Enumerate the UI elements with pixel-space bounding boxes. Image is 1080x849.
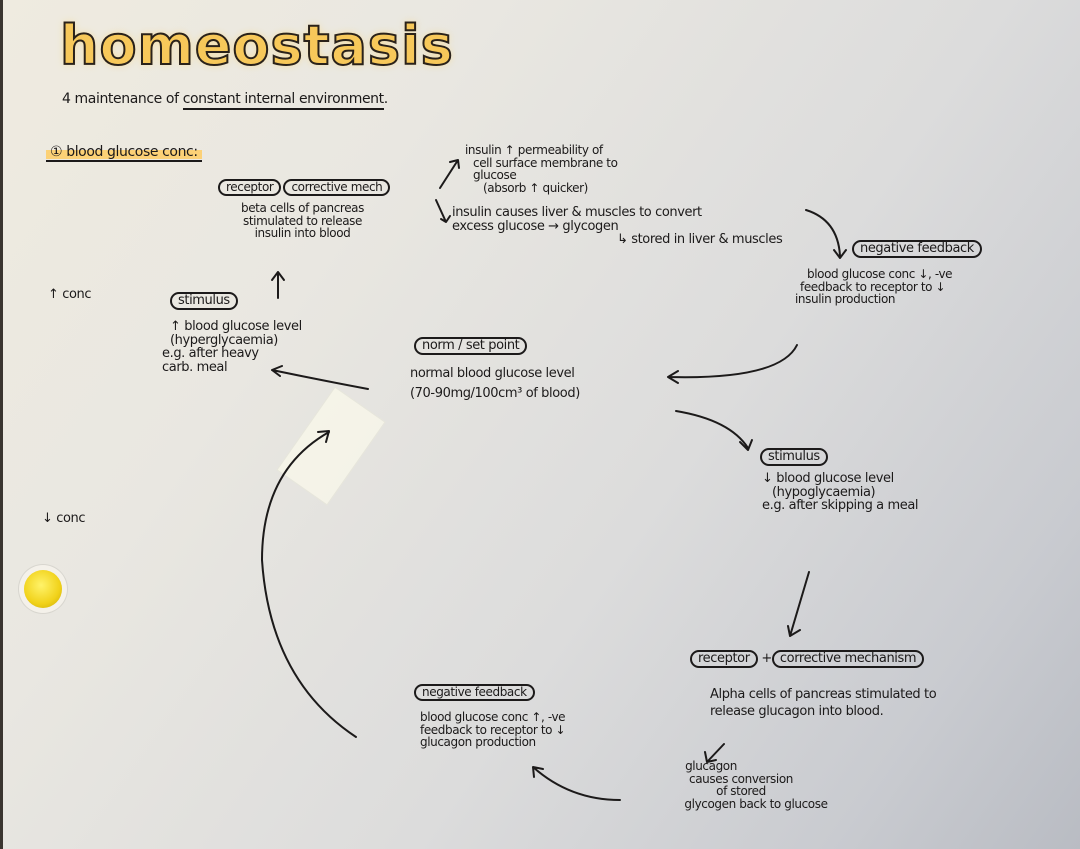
norm-line-2: (70-90mg/100cm³ of blood) xyxy=(410,385,580,401)
low-receptor-group: receptor +corrective mechanism xyxy=(690,650,925,669)
low-receptor-line-1: Alpha cells of pancreas stimulated to xyxy=(710,687,937,702)
glucagon-line-1: glucagon xyxy=(685,759,737,773)
subtitle: 4 maintenance of constant internal envir… xyxy=(62,91,388,110)
arrow-low-stimulus-to-receptor xyxy=(787,571,810,637)
insulin-effect-2-line-3: ↳ stored in liver & muscles xyxy=(617,232,783,248)
high-stimulus-label: stimulus xyxy=(170,292,238,311)
high-negative-feedback-label: negative feedback xyxy=(852,240,982,259)
high-nf-line-3: insulin production xyxy=(795,292,896,307)
arrow-to-insulin-permeability xyxy=(439,159,460,189)
low-negative-feedback-label: negative feedback xyxy=(414,684,535,702)
insulin-effect-permeability: insulin ↑ permeability of cell surface m… xyxy=(465,144,618,194)
low-stimulus-line-2: (hypoglycaemia) xyxy=(772,484,876,500)
high-corrective-label: corrective mech xyxy=(283,179,391,197)
high-negative-feedback-label-wrap: negative feedback xyxy=(852,240,982,259)
insulin-effect-2-line-2: excess glucose → glycogen xyxy=(452,218,619,234)
high-receptor-line-3: insulin into blood xyxy=(254,226,351,241)
high-negative-feedback-text: blood glucose conc ↓, -ve feedback to re… xyxy=(795,268,1025,306)
arrow-stimulus-to-receptor xyxy=(271,271,285,299)
insulin-effect-1-line-1: insulin ↑ permeability of xyxy=(465,143,603,157)
page-title: homeostasis xyxy=(59,13,454,78)
insulin-effect-2-line-1: insulin causes liver & muscles to conver… xyxy=(452,205,702,220)
norm-label: norm / set point xyxy=(414,337,528,356)
low-nf-line-2: feedback to receptor to ↓ xyxy=(420,722,566,737)
low-nf-line-1: blood glucose conc ↑, -ve xyxy=(420,710,566,724)
high-stimulus-line-3: e.g. after heavy xyxy=(162,346,259,362)
low-stimulus-line-3: e.g. after skipping a meal xyxy=(762,498,919,514)
high-receptor-line-2: stimulated to release xyxy=(242,213,362,228)
subtitle-suffix: . xyxy=(383,91,388,107)
insulin-effect-1-line-3: glucose xyxy=(473,168,517,183)
norm-line-1: normal blood glucose level xyxy=(410,366,575,381)
glucagon-effect: glucagon causes conversion of stored gly… xyxy=(636,760,846,810)
low-receptor-line-2: release glucagon into blood. xyxy=(710,703,884,719)
norm-label-wrap: norm / set point xyxy=(414,337,528,356)
subtitle-underlined: constant internal environment xyxy=(182,91,384,110)
arrow-to-high-negative-feedback xyxy=(805,209,847,259)
high-stimulus-text: ↑ blood glucose level (hyperglycaemia) e… xyxy=(162,319,302,375)
high-receptor-line-1: beta cells of pancreas xyxy=(240,201,364,215)
section-heading: ① blood glucose conc: xyxy=(46,145,202,162)
arrow-to-insulin-liver xyxy=(435,199,451,223)
high-stimulus-label-wrap: stimulus xyxy=(170,292,238,311)
plus-sign: + xyxy=(761,651,772,666)
binder-hole xyxy=(24,570,62,608)
norm-text: normal blood glucose level (70-90mg/100c… xyxy=(410,367,580,400)
glucagon-line-4: glycogen back to glucose xyxy=(684,796,828,811)
high-stimulus-line-4: carb. meal xyxy=(162,359,228,375)
insulin-effect-1-line-4: (absorb ↑ quicker) xyxy=(483,180,588,195)
high-receptor-label: receptor xyxy=(218,179,282,197)
arrow-norm-to-low-stimulus xyxy=(675,410,753,451)
low-stimulus-text: ↓ blood glucose level (hypoglycaemia) e.… xyxy=(762,471,919,514)
high-stimulus-line-1: ↑ blood glucose level xyxy=(170,319,302,334)
low-stimulus-label-wrap: stimulus xyxy=(760,448,828,467)
tape-strip xyxy=(276,386,386,506)
glucagon-line-3: of stored xyxy=(716,784,766,799)
low-stimulus-label: stimulus xyxy=(760,448,828,467)
margin-decrease-conc: ↓ conc xyxy=(42,511,86,526)
arrow-high-nf-to-norm xyxy=(667,344,798,384)
low-nf-line-3: glucagon production xyxy=(420,735,536,750)
insulin-effect-1-line-2: cell surface membrane to xyxy=(473,155,618,170)
low-corrective-label: corrective mechanism xyxy=(771,650,925,669)
low-receptor-text: Alpha cells of pancreas stimulated to re… xyxy=(710,687,937,719)
low-receptor-label: receptor xyxy=(690,650,758,669)
low-negative-feedback-label-wrap: negative feedback xyxy=(414,684,535,702)
high-nf-line-2: feedback to receptor to ↓ xyxy=(800,279,946,294)
high-stimulus-line-2: (hyperglycaemia) xyxy=(170,332,278,348)
glucagon-line-2: causes conversion xyxy=(689,771,793,786)
high-nf-line-1: blood glucose conc ↓, -ve xyxy=(807,267,953,281)
high-receptor-text: beta cells of pancreas stimulated to rel… xyxy=(215,202,390,240)
low-stimulus-line-1: ↓ blood glucose level xyxy=(762,471,894,486)
subtitle-prefix: 4 maintenance of xyxy=(62,91,179,107)
margin-increase-conc: ↑ conc xyxy=(48,287,92,302)
low-negative-feedback-text: blood glucose conc ↑, -ve feedback to re… xyxy=(420,710,566,750)
insulin-effect-liver: insulin causes liver & muscles to conver… xyxy=(452,205,783,248)
paper-edge xyxy=(0,0,3,849)
